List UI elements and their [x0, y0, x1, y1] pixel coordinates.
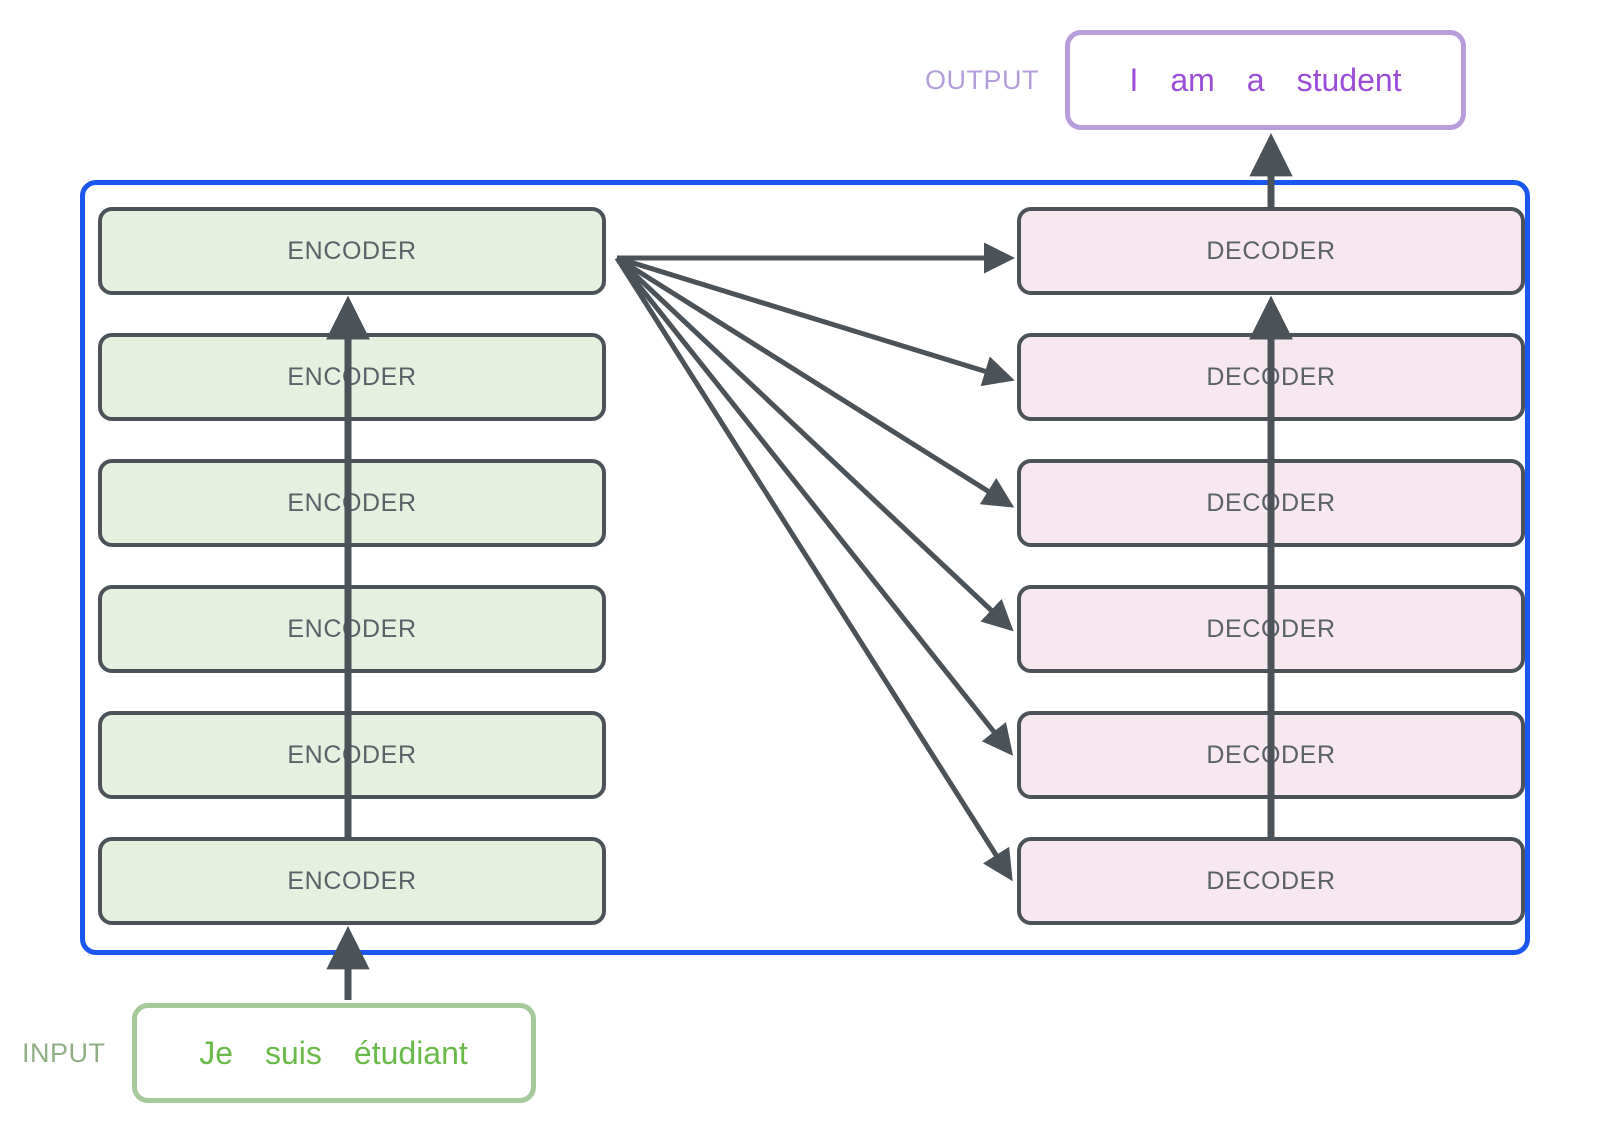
decoder-block-label: DECODER — [1206, 362, 1336, 391]
decoder-block-label: DECODER — [1206, 866, 1336, 895]
encoder-block-6[interactable]: ENCODER — [98, 837, 606, 925]
decoder-block-label: DECODER — [1206, 236, 1336, 265]
decoder-block-3[interactable]: DECODER — [1017, 459, 1525, 547]
output-row: OUTPUT I am a student — [925, 30, 1466, 130]
output-tokens: I am a student — [1129, 62, 1401, 99]
output-token: am — [1170, 61, 1215, 98]
decoder-block-label: DECODER — [1206, 740, 1336, 769]
decoder-block-4[interactable]: DECODER — [1017, 585, 1525, 673]
decoder-block-5[interactable]: DECODER — [1017, 711, 1525, 799]
input-row: INPUT Je suis étudiant — [22, 1003, 536, 1103]
model-frame — [80, 180, 1530, 955]
input-tokens: Je suis étudiant — [199, 1035, 468, 1072]
output-box[interactable]: I am a student — [1065, 30, 1466, 130]
output-token: I — [1129, 61, 1139, 98]
encoder-block-5[interactable]: ENCODER — [98, 711, 606, 799]
output-token: student — [1296, 61, 1402, 98]
encoder-block-4[interactable]: ENCODER — [98, 585, 606, 673]
input-label: INPUT — [22, 1037, 106, 1068]
encoder-block-label: ENCODER — [287, 866, 417, 895]
encoder-block-label: ENCODER — [287, 488, 417, 517]
decoder-block-label: DECODER — [1206, 614, 1336, 643]
encoder-block-label: ENCODER — [287, 740, 417, 769]
input-box[interactable]: Je suis étudiant — [131, 1003, 536, 1103]
encoder-block-label: ENCODER — [287, 362, 417, 391]
decoder-block-label: DECODER — [1206, 488, 1336, 517]
encoder-block-2[interactable]: ENCODER — [98, 333, 606, 421]
output-token: a — [1246, 61, 1265, 98]
input-token: étudiant — [353, 1034, 468, 1071]
encoder-block-1[interactable]: ENCODER — [98, 207, 606, 295]
output-label: OUTPUT — [925, 64, 1039, 95]
encoder-block-3[interactable]: ENCODER — [98, 459, 606, 547]
input-token: suis — [265, 1034, 322, 1071]
decoder-block-1[interactable]: DECODER — [1017, 207, 1525, 295]
decoder-block-2[interactable]: DECODER — [1017, 333, 1525, 421]
input-token: Je — [199, 1034, 233, 1071]
encoder-block-label: ENCODER — [287, 236, 417, 265]
decoder-block-6[interactable]: DECODER — [1017, 837, 1525, 925]
encoder-block-label: ENCODER — [287, 614, 417, 643]
